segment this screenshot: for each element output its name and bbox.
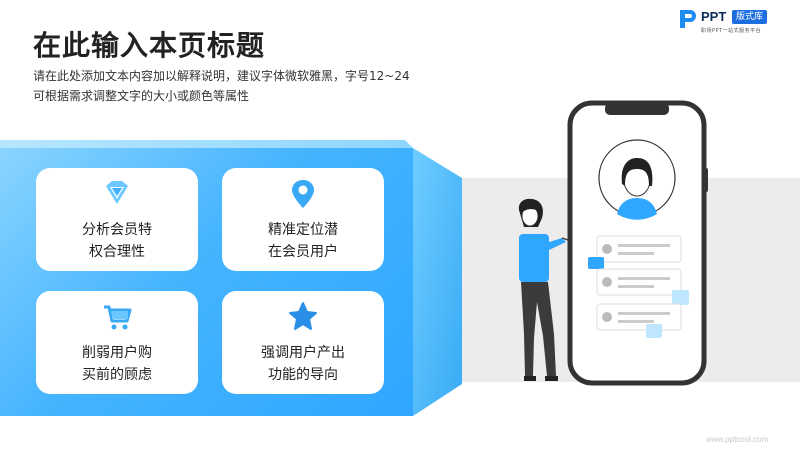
location-pin-icon: [292, 180, 314, 208]
star-icon: [289, 302, 317, 330]
logo-badge: 版式库: [732, 10, 768, 24]
card-1-line-2: 权合理性: [89, 244, 145, 260]
page-description: 请在此处添加文本内容加以解释说明，建议字体微软雅黑，字号12~24 可根据需求调…: [33, 66, 463, 106]
card-3-line-2: 买前的顾虑: [82, 367, 152, 383]
feature-card-2: 精准定位潜 在会员用户: [222, 168, 384, 271]
card-4-line-1: 强调用户产出: [261, 345, 345, 361]
box-side-face: [413, 148, 462, 416]
chat-bubble-2: [596, 268, 682, 296]
description-line-1: 请在此处添加文本内容加以解释说明，建议字体微软雅黑，字号12~24: [33, 69, 410, 83]
card-2-line-1: 精准定位潜: [268, 222, 338, 238]
phone-side-button: [704, 168, 708, 192]
logo-brand-text: PPT: [701, 9, 727, 24]
card-1-line-1: 分析会员特: [82, 222, 152, 238]
card-3-line-1: 削弱用户购: [82, 345, 152, 361]
chat-bubble-3: [596, 303, 682, 331]
phone-notch: [605, 103, 669, 115]
shopping-cart-icon: [104, 305, 132, 330]
ppt-logo-icon: [680, 10, 696, 28]
diamond-icon: [106, 181, 128, 204]
person-figure: [518, 198, 569, 381]
page-title: 在此输入本页标题: [33, 29, 266, 62]
box-top-face: [0, 140, 413, 148]
feature-card-3: 削弱用户购 买前的顾虑: [36, 291, 198, 394]
feature-card-4: 强调用户产出 功能的导向: [222, 291, 384, 394]
card-4-line-2: 功能的导向: [268, 367, 338, 383]
chat-bubble-1: [596, 235, 682, 263]
feature-card-1: 分析会员特 权合理性: [36, 168, 198, 271]
description-line-2: 可根据需求调整文字的大小或颜色等属性: [33, 89, 250, 103]
card-2-line-2: 在会员用户: [268, 244, 338, 260]
brand-logo: PPT 版式库 职场PPT一站式服务平台: [678, 8, 794, 36]
phone-person-illustration: [518, 100, 708, 386]
logo-tagline: 职场PPT一站式服务平台: [701, 28, 762, 34]
watermark: www.pptcool.com: [706, 435, 769, 444]
